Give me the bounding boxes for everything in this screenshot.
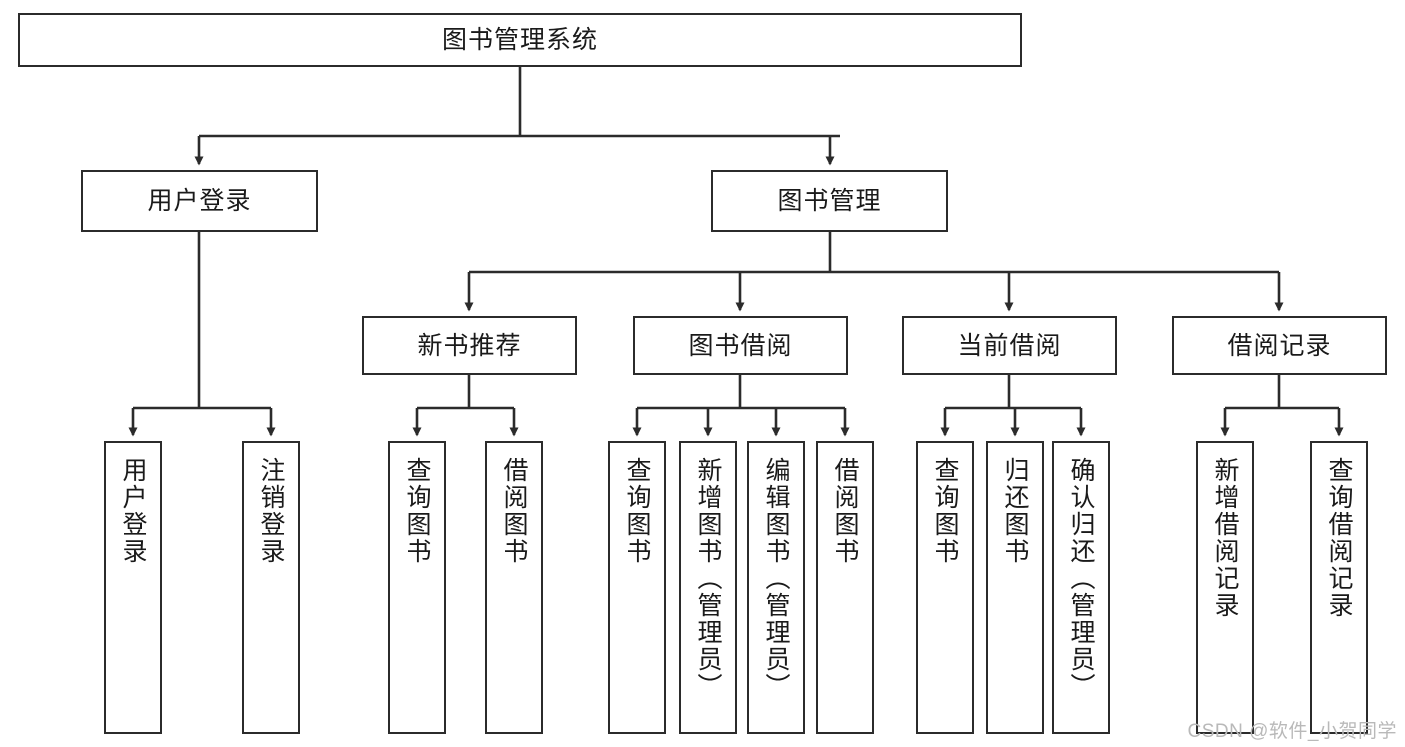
node-leaf-query-book-current[interactable]: 查询图书 — [916, 441, 974, 734]
node-leaf-add-borrow-record[interactable]: 新增借阅记录 — [1196, 441, 1254, 734]
node-leaf-return-book[interactable]: 归还图书 — [986, 441, 1044, 734]
node-new-book-recommend[interactable]: 新书推荐 — [362, 316, 577, 375]
node-label: 图书借阅 — [688, 331, 793, 360]
node-label: 借阅图书 — [831, 457, 859, 565]
node-leaf-borrow-book-recommend[interactable]: 借阅图书 — [485, 441, 543, 734]
node-label: 确认归还（管理员） — [1067, 457, 1095, 700]
node-label: 新增图书（管理员） — [694, 457, 722, 700]
node-label: 注销登录 — [257, 457, 285, 565]
node-leaf-logout[interactable]: 注销登录 — [242, 441, 300, 734]
node-label: 图书管理系统 — [441, 26, 598, 54]
node-label: 新书推荐 — [417, 331, 522, 360]
node-leaf-edit-book-admin[interactable]: 编辑图书（管理员） — [747, 441, 805, 734]
node-label: 查询借阅记录 — [1325, 457, 1353, 619]
node-root-system[interactable]: 图书管理系统 — [18, 13, 1022, 67]
node-leaf-query-book-borrow[interactable]: 查询图书 — [608, 441, 666, 734]
node-current-borrow[interactable]: 当前借阅 — [902, 316, 1117, 375]
node-label: 归还图书 — [1001, 457, 1029, 565]
node-label: 查询图书 — [403, 457, 431, 565]
node-label: 图书管理 — [777, 187, 882, 215]
node-label: 查询图书 — [623, 457, 651, 565]
node-label: 借阅记录 — [1227, 331, 1332, 360]
node-label: 当前借阅 — [957, 331, 1062, 360]
node-leaf-query-book-recommend[interactable]: 查询图书 — [388, 441, 446, 734]
node-label: 用户登录 — [147, 187, 252, 215]
node-book-borrow[interactable]: 图书借阅 — [633, 316, 848, 375]
node-leaf-add-book-admin[interactable]: 新增图书（管理员） — [679, 441, 737, 734]
node-leaf-query-borrow-record[interactable]: 查询借阅记录 — [1310, 441, 1368, 734]
node-user-login[interactable]: 用户登录 — [81, 170, 318, 232]
node-label: 借阅图书 — [500, 457, 528, 565]
node-leaf-confirm-return-admin[interactable]: 确认归还（管理员） — [1052, 441, 1110, 734]
node-book-management[interactable]: 图书管理 — [711, 170, 948, 232]
node-label: 新增借阅记录 — [1211, 457, 1239, 619]
node-leaf-user-login[interactable]: 用户登录 — [104, 441, 162, 734]
node-leaf-borrow-book[interactable]: 借阅图书 — [816, 441, 874, 734]
node-label: 查询图书 — [931, 457, 959, 565]
node-label: 用户登录 — [119, 457, 147, 565]
node-borrow-record[interactable]: 借阅记录 — [1172, 316, 1387, 375]
node-label: 编辑图书（管理员） — [762, 457, 790, 700]
